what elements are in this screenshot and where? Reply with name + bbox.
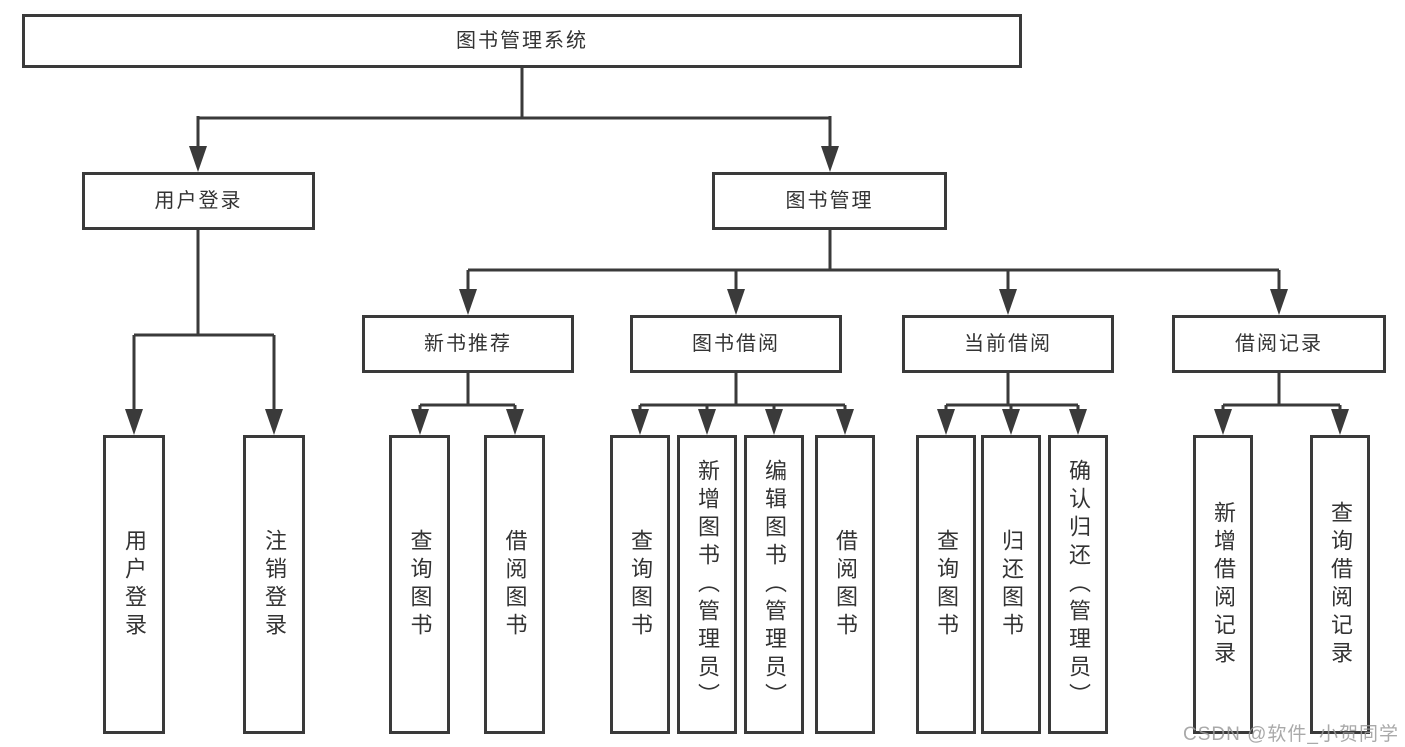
node-leaf-recommend-borrow-books: 借阅图书 <box>484 435 545 734</box>
node-label: 图书管理 <box>785 190 874 212</box>
arrowhead <box>821 146 839 172</box>
csdn-watermark: CSDN @软件_小贺同学 <box>1183 724 1399 745</box>
node-leaf-confirm-return-admin: 确认归还（管理员） <box>1048 435 1108 734</box>
node-label: 借阅图书 <box>502 528 528 641</box>
arrowhead <box>999 289 1017 315</box>
connector-root-to-level2 <box>196 68 832 152</box>
node-label: 归还图书 <box>999 528 1024 641</box>
node-leaf-borrow-books: 借阅图书 <box>815 435 875 734</box>
arrowhead <box>1270 289 1288 315</box>
arrowhead <box>937 409 955 435</box>
node-label: 查询图书 <box>628 528 653 641</box>
node-label: 用户登录 <box>154 190 243 212</box>
arrowhead <box>1069 409 1087 435</box>
arrowhead <box>265 409 283 435</box>
node-book-borrow: 图书借阅 <box>630 315 842 373</box>
node-label: 借阅图书 <box>833 528 858 641</box>
node-leaf-query-borrow-record: 查询借阅记录 <box>1310 435 1370 734</box>
arrowhead <box>631 409 649 435</box>
node-label: 编辑图书（管理员） <box>762 458 787 711</box>
node-leaf-current-query-books: 查询图书 <box>916 435 976 734</box>
node-label: 确认归还（管理员） <box>1066 458 1091 711</box>
arrowhead <box>459 289 477 315</box>
node-leaf-add-borrow-record: 新增借阅记录 <box>1193 435 1253 734</box>
node-leaf-return-books: 归还图书 <box>981 435 1041 734</box>
node-current-borrow: 当前借阅 <box>902 315 1114 373</box>
node-label: 新书推荐 <box>424 333 512 355</box>
arrowhead <box>765 409 783 435</box>
node-leaf-recommend-query-books: 查询图书 <box>389 435 450 734</box>
node-label: 查询图书 <box>407 528 433 641</box>
node-label: 注销登录 <box>262 528 287 641</box>
arrowhead <box>125 409 143 435</box>
node-label: 借阅记录 <box>1235 333 1323 355</box>
node-label: 新增图书（管理员） <box>695 458 720 711</box>
arrowhead <box>189 146 207 172</box>
node-label: 图书借阅 <box>692 333 780 355</box>
node-label: 查询图书 <box>934 528 959 641</box>
connector-new-book-children <box>418 373 517 412</box>
node-leaf-edit-books-admin: 编辑图书（管理员） <box>744 435 804 734</box>
arrowhead <box>698 409 716 435</box>
connector-book-borrow-children <box>638 373 847 412</box>
node-label: 用户登录 <box>122 528 147 641</box>
node-label: 新增借阅记录 <box>1211 500 1236 669</box>
node-leaf-logout: 注销登录 <box>243 435 305 734</box>
arrowhead <box>506 409 524 435</box>
connector-book-management-children <box>466 230 1281 292</box>
node-borrow-records: 借阅记录 <box>1172 315 1386 373</box>
node-label: 查询借阅记录 <box>1328 500 1353 669</box>
node-label: 图书管理系统 <box>456 30 588 52</box>
node-leaf-add-books-admin: 新增图书（管理员） <box>677 435 737 734</box>
arrowhead <box>1214 409 1232 435</box>
node-book-management: 图书管理 <box>712 172 947 230</box>
node-leaf-borrow-query-books: 查询图书 <box>610 435 670 734</box>
connector-current-borrow-children <box>944 373 1080 412</box>
node-leaf-user-login: 用户登录 <box>103 435 165 734</box>
arrowhead <box>1002 409 1020 435</box>
node-new-book-recommend: 新书推荐 <box>362 315 574 373</box>
node-user-login: 用户登录 <box>82 172 315 230</box>
node-root-system: 图书管理系统 <box>22 14 1022 68</box>
connector-borrow-records-children <box>1221 373 1342 412</box>
arrowhead <box>727 289 745 315</box>
node-label: 当前借阅 <box>964 333 1052 355</box>
arrowhead <box>411 409 429 435</box>
arrowhead <box>1331 409 1349 435</box>
arrowhead <box>836 409 854 435</box>
connector-user-login-children <box>132 230 276 412</box>
